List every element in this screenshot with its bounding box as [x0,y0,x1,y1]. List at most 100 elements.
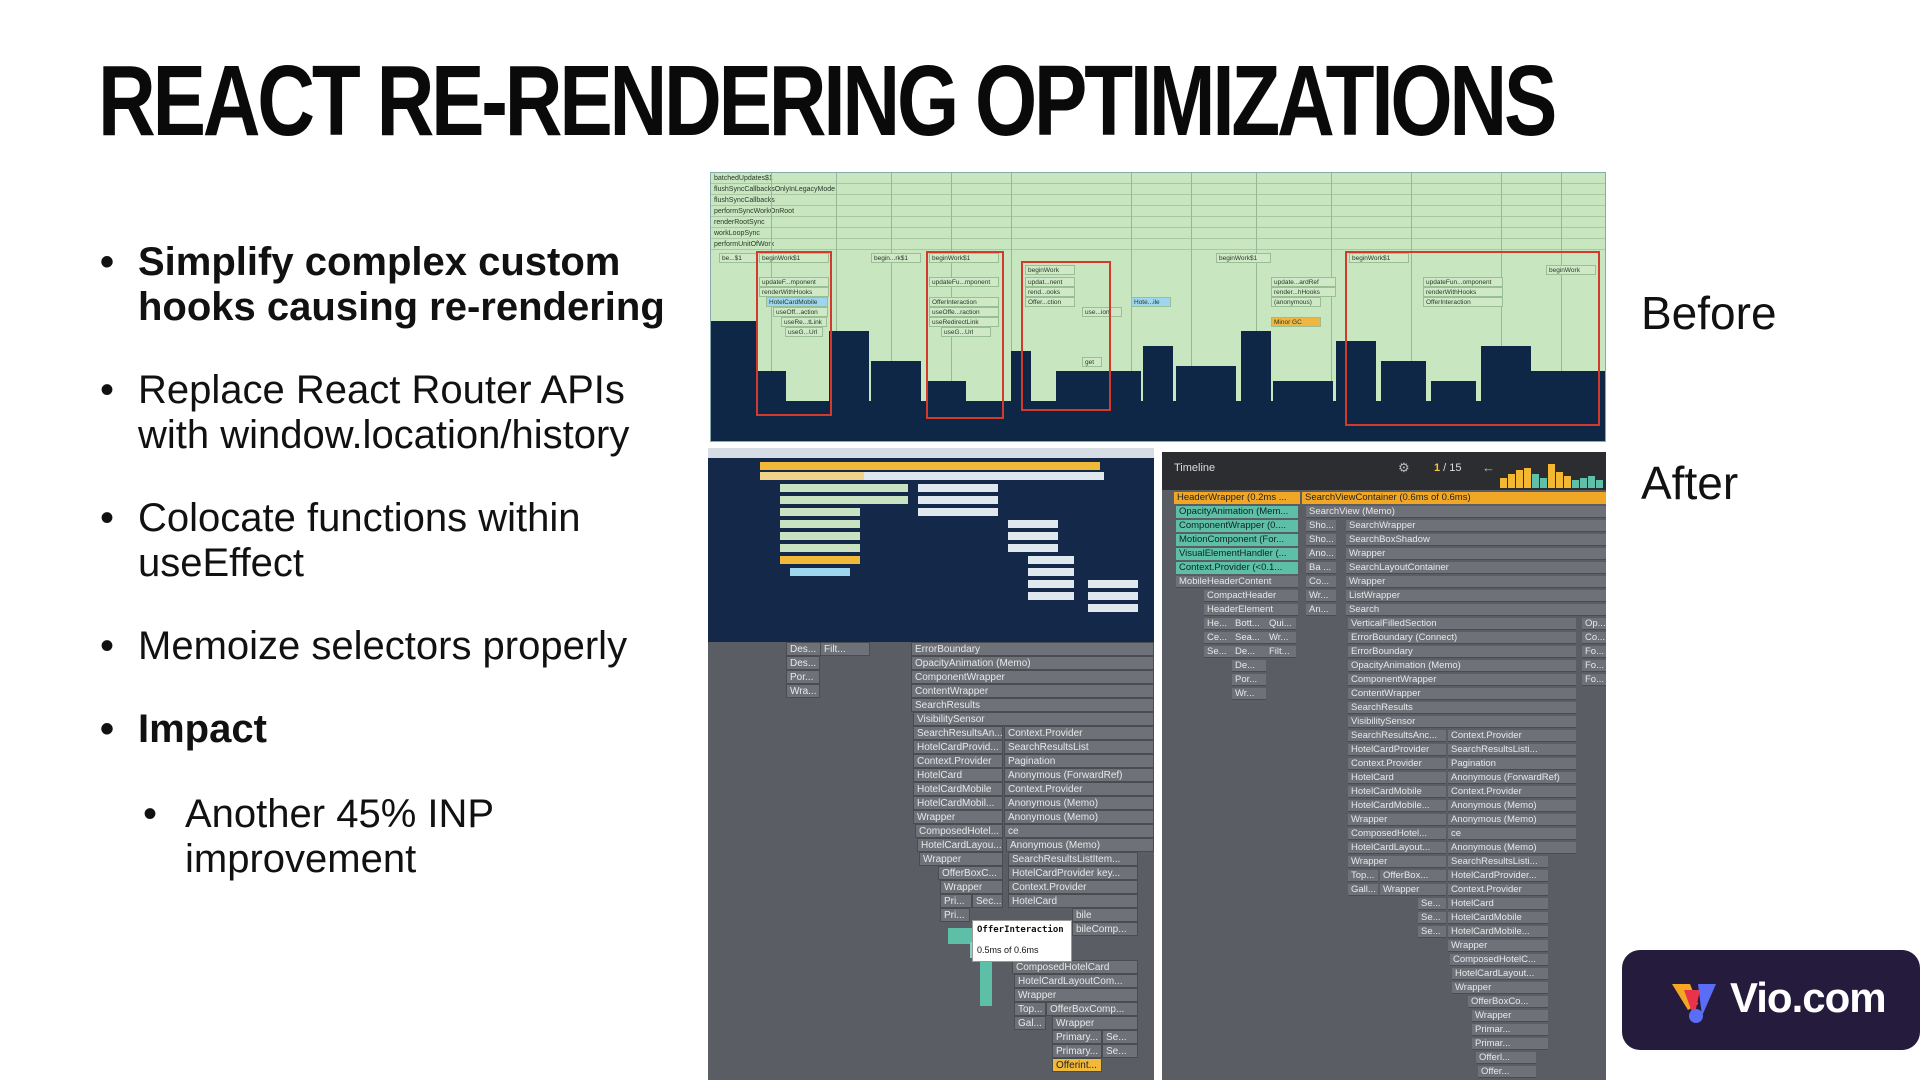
fiber-node: Context.Provider [1004,782,1154,796]
fiber-node: Se... [1418,926,1446,938]
tooltip-component-name: OfferInteraction [977,925,1064,935]
fiber-node: Anonymous (Memo) [1006,838,1154,852]
fiber-node: Wrapper [1472,1010,1548,1022]
fiber-node: Context.Provider [1448,786,1576,798]
fiber-node: Sec... [972,894,1003,908]
fiber-node: OpacityAnimation (Mem... [1176,506,1298,518]
flame-cell: updateFun...omponent [1423,277,1503,287]
fiber-node: ErrorBoundary (Connect) [1348,632,1576,644]
fiber-node: Wrapper [1346,548,1606,560]
fiber-node: VerticalFilledSection [1348,618,1576,630]
fiber-node: Wrapper [940,880,1003,894]
bullet-simplify-hooks: Simplify complex custom hooks causing re… [100,240,680,330]
fiber-node: VisibilitySensor [913,712,1154,726]
flame-cell: be...$1 [719,253,757,263]
label-after: After [1641,457,1739,509]
search-view-container-bar[interactable]: SearchViewContainer (0.6ms of 0.6ms) [1302,492,1606,504]
fiber-node: Co... [1306,576,1336,588]
fiber-node: MotionComponent (For... [1176,534,1298,546]
fiber-node: SearchResultsListi... [1448,744,1576,756]
fiber-node: Ba ... [1306,562,1336,574]
fiber-node: HotelCard [1348,772,1446,784]
flame-cell: OfferInteraction [1423,297,1503,307]
fiber-node: SearchView (Memo) [1306,506,1606,518]
fiber-node: Top... [1348,870,1378,882]
fiber-node: Anonymous (Memo) [1448,800,1576,812]
stack-row: batchedUpdates$1 [711,173,1605,184]
offer-interaction-tooltip: OfferInteraction 0.5ms of 0.6ms [972,920,1072,962]
sub-bullet-inp: Another 45% INP improvement [143,792,663,882]
fiber-node: ComposedHotelC... [1450,954,1548,966]
fiber-node: Wrapper [1452,982,1548,994]
fiber-node: Bott... [1232,618,1266,630]
fiber-node: Fo... [1582,674,1606,686]
gear-icon[interactable]: ⚙ [1398,460,1410,475]
fiber-node: Se... [1418,898,1446,910]
timeline-title: Timeline [1174,462,1216,474]
fiber-node: SearchResultsAnc... [1348,730,1446,742]
fiber-node: Wrapper [1448,940,1548,952]
fiber-node: Filt... [1266,646,1296,658]
flame-cell: update...ardRef [1271,277,1336,287]
fiber-node: De... [1232,646,1266,658]
fiber-node: Op... [1582,618,1606,630]
fiber-node: ComponentWrapper (0.... [1176,520,1298,532]
fiber-node: HotelCardMobile... [1348,800,1446,812]
fiber-node: Gall... [1348,884,1378,896]
fiber-node: HotelCardMobile [1348,786,1446,798]
fiber-node: Anonymous (Memo) [1448,814,1576,826]
stack-row: performSyncWorkOnRoot [711,206,1605,217]
fiber-node: OpacityAnimation (Memo) [1348,660,1576,672]
flame-cell: (anonymous) [1271,297,1321,307]
fiber-node: Se... [1102,1030,1138,1044]
header-wrapper-bar[interactable]: HeaderWrapper (0.2ms ... [1174,492,1300,504]
fiber-node: Pri... [940,894,972,908]
fiber-node: ContentWrapper [911,684,1154,698]
label-before: Before [1641,287,1777,339]
highlight-box [756,251,832,416]
vio-logo: Vio.com [1622,950,1920,1050]
fiber-node: Sho... [1306,534,1336,546]
fiber-node: He... [1204,618,1232,630]
fiber-node: Fo... [1582,646,1606,658]
after-left-timeline [708,448,1154,642]
fiber-node: Fo... [1582,660,1606,672]
flame-cell: useRe...tLink [781,317,827,327]
fiber-node: Offerl... [1476,1052,1536,1064]
stack-row: flushSyncCallbacks [711,195,1605,206]
flame-cell: useOff...action [773,307,828,317]
flame-cell: beginWork$1 [1216,253,1271,263]
fiber-node: Co... [1582,632,1606,644]
flame-cell: beginWork$1 [759,253,829,263]
fiber-node: Wr... [1306,590,1336,602]
fiber-node: Wra... [786,684,820,698]
fiber-node: Anonymous (ForwardRef) [1004,768,1154,782]
fiber-node: HotelCard [1448,898,1548,910]
flame-cell: updateFu...mponent [929,277,999,287]
fiber-node: Wrapper [1052,1016,1138,1030]
fiber-node: Search [1346,604,1606,616]
before-flame-chart: batchedUpdates$1 flushSyncCallbacksOnlyI… [710,172,1606,442]
stack-row: renderRootSync [711,217,1605,228]
fiber-node: OpacityAnimation (Memo) [911,656,1154,670]
highlight-box [926,251,1004,419]
fiber-node: ComposedHotel... [1348,828,1446,840]
stack-row: flushSyncCallbacksOnlyInLegacyMode [711,184,1605,195]
flame-cell: updat...nent [1025,277,1075,287]
fiber-node: Context.Provider [1448,730,1576,742]
fiber-node: De... [1232,660,1266,672]
fiber-node: Primar... [1472,1024,1548,1036]
arrow-left-icon[interactable]: ← [1482,460,1495,475]
highlight-box [1345,251,1600,426]
fiber-node: Ano... [1306,548,1336,560]
fiber-node: SearchResultsAn... [913,726,1003,740]
fiber-node: bileComp... [1072,922,1138,936]
fiber-node: Context.Provider [913,754,1003,768]
after-flame-chart-left: Des... Filt... Des... Por... Wra... Erro… [708,448,1154,1080]
fiber-node: Se... [1204,646,1232,658]
flame-cell: begin...rk$1 [871,253,921,263]
after-flame-chart-right: Timeline ⚙ 1 / 15 ← HeaderWrapper (0.2ms… [1162,452,1606,1080]
fiber-node: HotelCardProvider [1348,744,1446,756]
fiber-node: HotelCardLayout... [1348,842,1446,854]
fiber-node: Primary... [1052,1030,1102,1044]
